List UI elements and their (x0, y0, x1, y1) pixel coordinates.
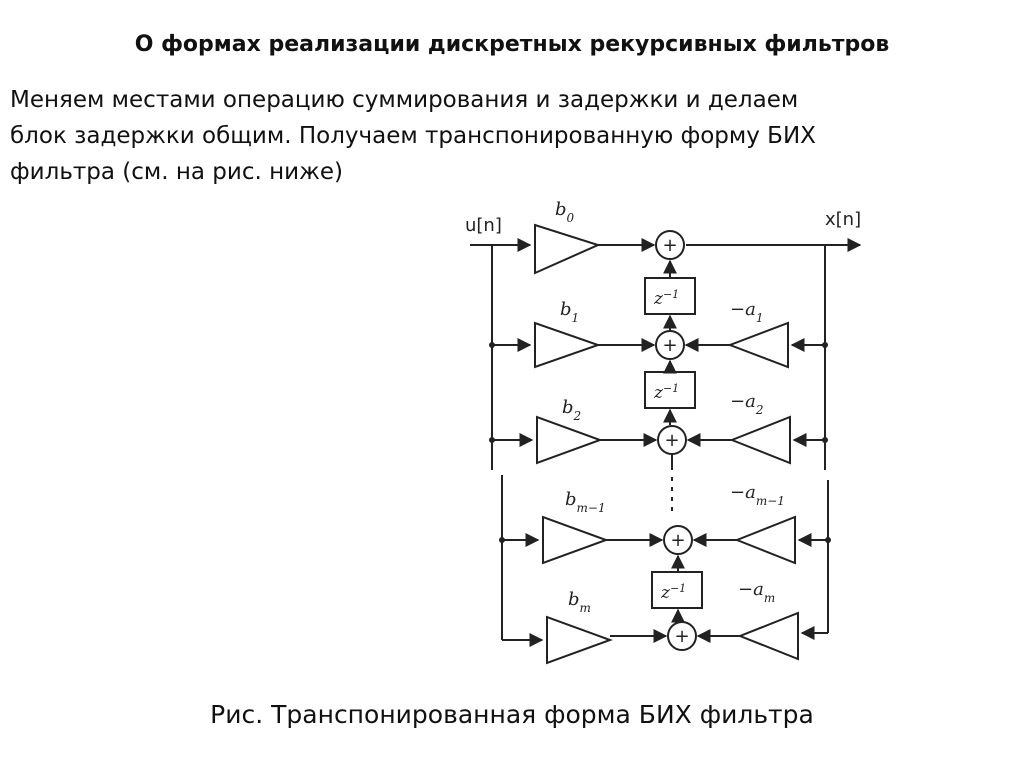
slide-title: О формах реализации дискретных рекурсивн… (134, 32, 890, 57)
gain-b0-triangle (534, 223, 601, 275)
gain-am-1-triangle (734, 515, 796, 565)
output-signal-label: x[n] (825, 209, 861, 230)
output-bus (824, 245, 829, 633)
input-bus (491, 245, 503, 640)
gain-label-b0: b0 (555, 199, 575, 225)
slide-body-text: Меняем местами операцию суммирования и з… (10, 82, 1000, 190)
delay-label: z−1 (660, 582, 686, 604)
stage-1: + b1 −a1 z−1 (489, 299, 828, 425)
stage-2: + b2 −a2 (489, 391, 828, 470)
gain-label-bm: bm (568, 589, 591, 615)
gain-label-am: −am (738, 579, 775, 605)
gain-label-bm-1: bm−1 (565, 489, 606, 515)
gain-b2-triangle (536, 415, 603, 465)
stage-m: + bm −am (502, 579, 828, 665)
gain-label-b1: b1 (560, 299, 579, 325)
gain-a2-triangle (729, 415, 791, 465)
gain-label-a2: −a2 (730, 391, 763, 417)
adder-symbol: + (674, 626, 689, 647)
gain-bm-triangle (546, 615, 613, 665)
stage-0: + b0 z−1 (534, 199, 696, 331)
gain-a1-triangle (727, 321, 789, 369)
gain-b1-triangle (534, 321, 602, 369)
delay-label: z−1 (653, 382, 679, 404)
gain-am-triangle (737, 611, 799, 661)
adder-0 (655, 230, 685, 260)
delay-label: z−1 (653, 288, 679, 310)
body-line: блок задержки общим. Получаем транспонир… (10, 123, 816, 149)
stage-m-minus-1: + bm−1 −am−1 z−1 (499, 482, 831, 623)
gain-label-b2: b2 (562, 397, 581, 423)
gain-label-am-1: −am−1 (730, 482, 785, 508)
adder-symbol: + (662, 335, 677, 356)
adder-m-minus-1 (663, 525, 693, 555)
adder-1 (655, 330, 685, 360)
iir-transposed-form-diagram: u[n] x[n] + b0 z−1 + b1 −a1 (465, 199, 862, 665)
body-line: Меняем местами операцию суммирования и з… (10, 87, 799, 113)
adder-symbol: + (670, 530, 685, 551)
adder-symbol: + (662, 235, 677, 256)
body-line: фильтра (см. на рис. ниже) (10, 159, 343, 185)
figure-caption: Рис. Транспонированная форма БИХ фильтра (210, 700, 814, 729)
input-signal-label: u[n] (465, 215, 502, 236)
gain-label-a1: −a1 (730, 299, 763, 325)
adder-symbol: + (664, 430, 679, 451)
gain-bm-1-triangle (542, 515, 609, 565)
adder-m (667, 621, 697, 651)
